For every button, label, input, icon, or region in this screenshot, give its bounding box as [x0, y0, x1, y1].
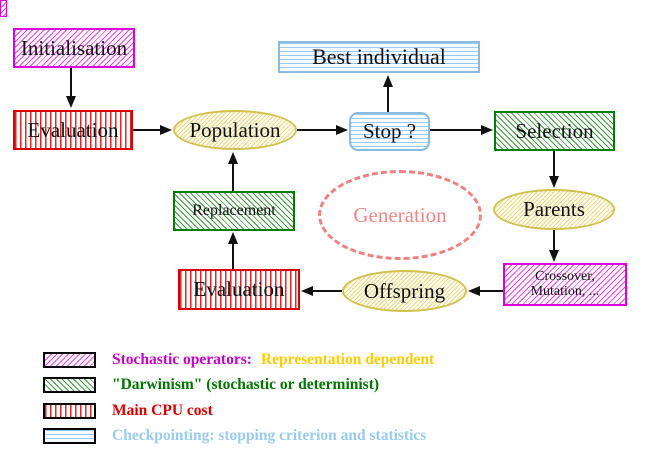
node-crossover-label: Crossover, — [535, 268, 595, 284]
node-selection: Selection — [494, 111, 615, 151]
arrowhead-right-icon — [160, 125, 172, 135]
arrow-population-to-stop — [297, 124, 348, 136]
arrow-stop-to-selection — [430, 124, 493, 136]
node-replacement-label: Replacement — [192, 201, 276, 219]
arrow-line — [479, 290, 503, 292]
arrow-line — [232, 243, 234, 269]
node-initialisation: Initialisation — [13, 28, 135, 68]
node-mutation-label: Mutation, ... — [530, 283, 600, 299]
legend-label-stochastic-operators: Stochastic operators: Representation depe… — [112, 351, 434, 369]
legend-label-primary: Stochastic operators: — [112, 351, 252, 368]
legend-label-checkpointing: Checkpointing: stopping criterion and st… — [112, 427, 427, 444]
arrow-line — [70, 68, 72, 97]
arrow-parents-to-crossover — [548, 230, 560, 262]
arrow-replacement-to-population — [227, 152, 239, 191]
arrow-line — [133, 129, 161, 131]
node-stop-label: Stop ? — [362, 119, 417, 144]
node-crossover-mutation: Crossover, Mutation, ... — [503, 263, 627, 306]
arrow-evaluation-to-replacement — [227, 232, 239, 269]
node-evaluation-top: Evaluation — [13, 110, 133, 150]
arrowhead-right-icon — [336, 125, 348, 135]
arrow-crossover-to-offspring — [468, 285, 503, 297]
arrowhead-down-icon — [549, 176, 559, 188]
node-replacement: Replacement — [173, 191, 295, 231]
arrow-selection-to-parents — [548, 151, 560, 188]
arrowhead-down-icon — [66, 96, 76, 108]
generation-cycle-ellipse: Generation — [318, 170, 482, 260]
arrow-evaluation-to-population — [133, 124, 172, 136]
node-selection-label: Selection — [515, 118, 594, 143]
node-offspring: Offspring — [342, 270, 467, 312]
arrowhead-right-icon — [481, 125, 493, 135]
generation-label: Generation — [353, 202, 447, 227]
arrow-line — [430, 129, 482, 131]
node-parents-label: Parents — [523, 197, 585, 222]
node-population-label: Population — [189, 117, 281, 142]
arrowhead-up-icon — [228, 152, 238, 164]
corner-artifact — [0, 0, 7, 17]
node-evaluation-top-label: Evaluation — [27, 117, 119, 142]
arrow-line — [297, 129, 337, 131]
arrowhead-left-icon — [468, 286, 480, 296]
legend-swatch-cpu-cost — [43, 403, 96, 419]
node-evaluation-bottom: Evaluation — [178, 269, 300, 310]
legend-label-secondary: Representation dependent — [260, 351, 435, 368]
legend-swatch-checkpointing — [43, 428, 96, 444]
node-evaluation-bottom-label: Evaluation — [193, 277, 285, 302]
arrow-stop-to-best-individual — [382, 75, 394, 112]
arrow-line — [553, 151, 555, 177]
arrow-line — [387, 86, 389, 112]
node-stop: Stop ? — [349, 112, 430, 151]
legend-label-darwinism: "Darwinism" (stochastic or determinist) — [112, 376, 380, 393]
arrowhead-up-icon — [383, 75, 393, 87]
arrowhead-up-icon — [228, 232, 238, 244]
node-initialisation-label: Initialisation — [20, 35, 128, 60]
arrow-line — [232, 163, 234, 191]
node-parents: Parents — [493, 189, 615, 230]
node-offspring-label: Offspring — [363, 278, 446, 303]
arrowhead-down-icon — [549, 250, 559, 262]
legend-swatch-stochastic-operators — [43, 352, 96, 368]
legend-swatch-darwinism — [43, 377, 96, 393]
node-best-individual-label: Best individual — [312, 44, 446, 70]
arrow-line — [553, 230, 555, 251]
node-best-individual: Best individual — [278, 41, 480, 73]
arrow-initialisation-to-evaluation — [65, 68, 77, 108]
node-population: Population — [173, 110, 297, 150]
legend-label-cpu-cost: Main CPU cost — [112, 402, 213, 419]
arrow-offspring-to-evaluation — [301, 285, 342, 297]
arrowhead-left-icon — [301, 286, 313, 296]
arrow-line — [312, 290, 342, 292]
